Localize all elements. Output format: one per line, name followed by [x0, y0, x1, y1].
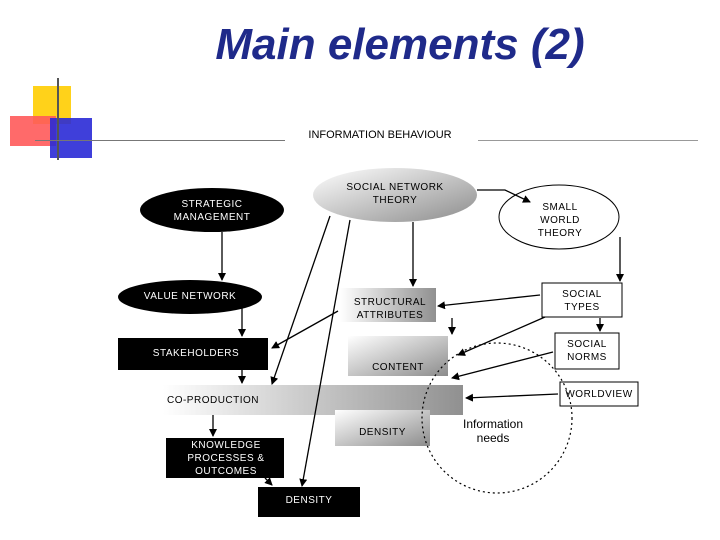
strategic-management-node: [140, 188, 284, 232]
density-lower-node: [258, 487, 360, 517]
information-behaviour-header: INFORMATION BEHAVIOUR: [308, 129, 452, 141]
strategic-management-label: STRATEGIC MANAGEMENT: [173, 199, 251, 223]
social-norms-node: [554, 332, 620, 370]
social-network-theory-label: SOCIAL NETWORK THEORY: [346, 182, 444, 206]
deco-horizontal-line-right: [478, 140, 698, 141]
arrow-socialtypes-to-structural: [437, 294, 541, 310]
density-lower-label: DENSITY: [285, 495, 333, 506]
structural-attributes-node: [340, 288, 436, 322]
co-production-label: CO-PRODUCTION: [166, 395, 260, 406]
value-network-node: [118, 280, 262, 314]
arrow-socialnetwork-to-smallworld: [477, 189, 531, 203]
value-network-label: VALUE NETWORK: [143, 291, 237, 302]
stakeholders-node: [118, 338, 268, 370]
knowledge-processes-node: [166, 438, 284, 478]
small-world-theory-label: SMALL WORLD THEORY: [537, 202, 583, 239]
deco-vertical-line: [57, 78, 59, 160]
social-types-label: SOCIAL TYPES: [562, 289, 602, 313]
arrow-worldview-to-circle: [465, 393, 559, 402]
arrow-knowledge-to-density: [264, 477, 273, 486]
worldview-label: WORLDVIEW: [565, 389, 633, 400]
information-needs-circle: [421, 342, 573, 494]
worldview-node: [559, 381, 639, 407]
arrow-socialnorms-to-circle: [451, 351, 554, 381]
arrow-socialnetwork-to-density: [299, 219, 351, 487]
deco-horizontal-line: [35, 140, 285, 141]
stakeholders-label: STAKEHOLDERS: [152, 348, 240, 359]
deco-red-square: [10, 116, 56, 146]
content-node: [348, 336, 448, 376]
social-norms-label: SOCIAL NORMS: [567, 339, 607, 363]
information-needs-label: Information needs: [462, 417, 524, 445]
arrow-structural-to-stakeholders: [271, 310, 339, 349]
structural-attributes-label: STRUCTURAL ATTRIBUTES: [353, 297, 427, 321]
slide-title: Main elements (2): [215, 20, 585, 69]
content-label: CONTENT: [372, 362, 424, 373]
social-network-theory-node: [313, 168, 477, 222]
knowledge-processes-label: KNOWLEDGE PROCESSES & OUTCOMES: [187, 440, 265, 477]
arrow-socialtypes-to-circle: [457, 316, 546, 356]
arrow-socialnetwork-to-coproduction: [270, 215, 331, 385]
social-types-node: [541, 282, 623, 318]
density-upper-node: [335, 410, 430, 446]
density-upper-label: DENSITY: [359, 427, 406, 438]
